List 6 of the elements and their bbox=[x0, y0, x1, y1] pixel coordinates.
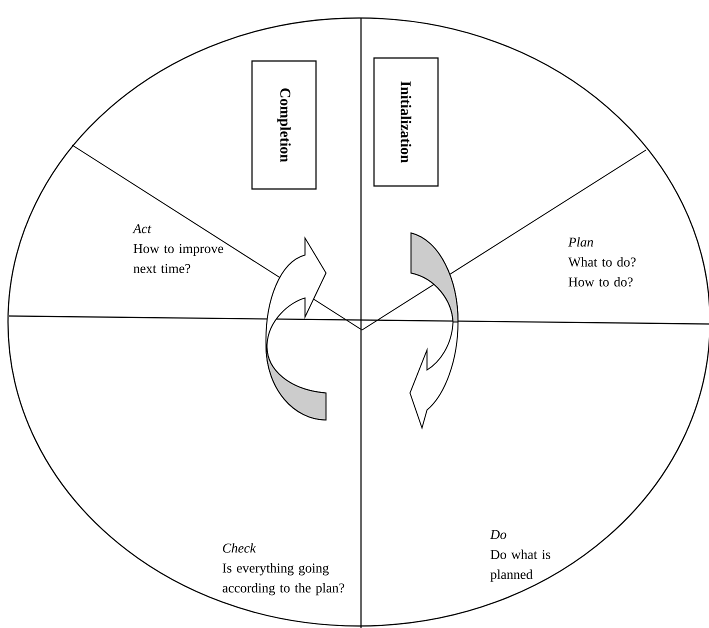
step-text: Act How to improve next time? bbox=[132, 224, 224, 274]
step-text: Do Do what is planned bbox=[490, 530, 550, 582]
phase-box: Completion bbox=[251, 60, 317, 190]
step-text: Plan What to do? How to do? bbox=[568, 237, 636, 287]
step-text: Check Is everything going according to the plan? bbox=[222, 543, 344, 596]
phase-box: Initialization bbox=[373, 57, 439, 187]
